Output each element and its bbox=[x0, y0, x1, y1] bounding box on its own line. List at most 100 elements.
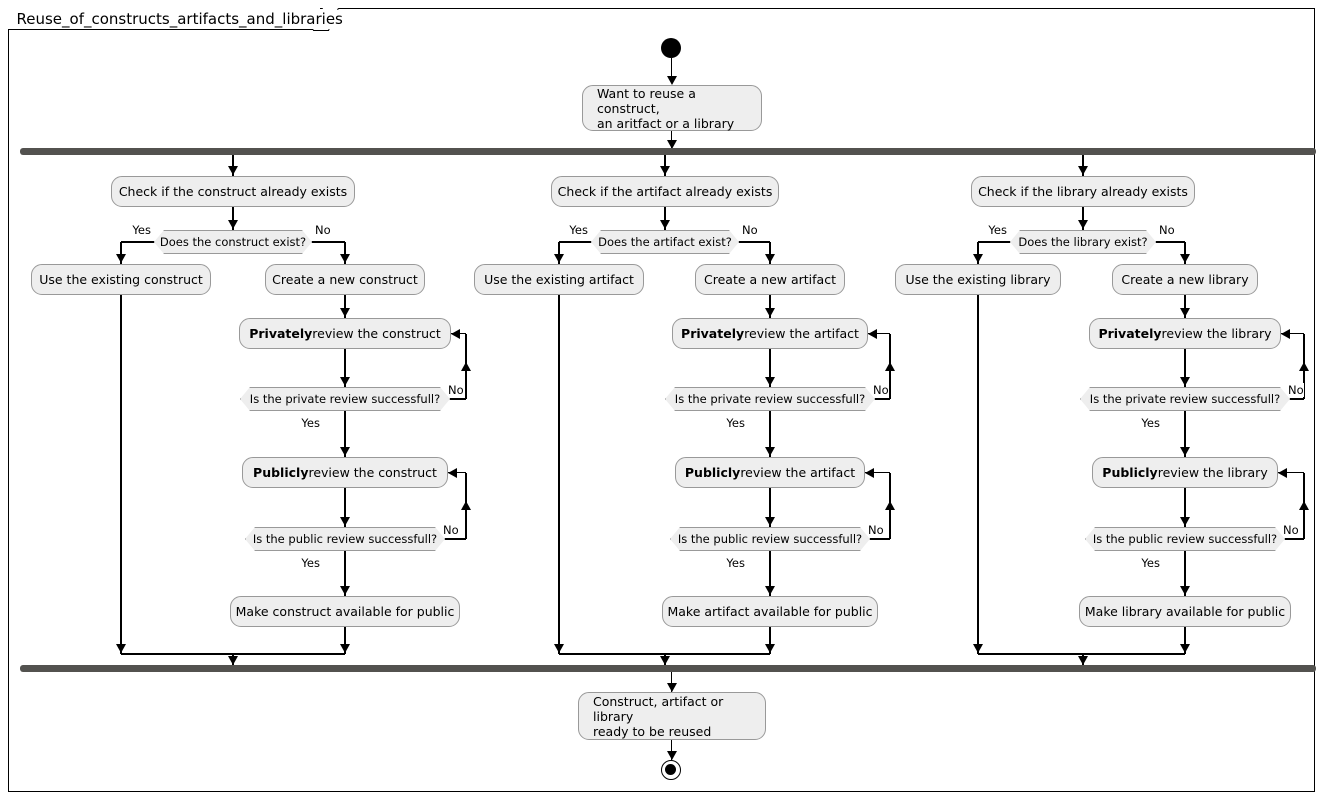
edge-label-yes-construct: Yes bbox=[132, 223, 151, 237]
arrowhead bbox=[1180, 517, 1190, 526]
edge-decision-library-no-down bbox=[1184, 242, 1186, 264]
activity-publish-library: Make library available for public bbox=[1079, 596, 1291, 627]
decision-artifact-public-review: Is the public review successfull? bbox=[670, 527, 870, 551]
activity-public-review-artifact: Publicly review the artifact bbox=[675, 457, 865, 488]
edge-label-yes-public-construct: Yes bbox=[301, 556, 320, 570]
arrowhead bbox=[340, 254, 350, 263]
edge-check-to-decision-artifact bbox=[664, 207, 666, 230]
edge-decision-construct-yes-down bbox=[120, 242, 122, 264]
arrowhead bbox=[765, 254, 775, 263]
edge-label-yes-private-library: Yes bbox=[1141, 416, 1160, 430]
edge-public-review-artifact-to-decision bbox=[769, 488, 771, 527]
edge-private-library-yes-down bbox=[1184, 411, 1186, 457]
arrowhead bbox=[1180, 254, 1190, 263]
edge-public-construct-no-in bbox=[448, 471, 466, 474]
activity-initial-line1: Want to reuse a construct, bbox=[597, 85, 696, 116]
arrowhead bbox=[765, 644, 775, 653]
activity-create-new-construct-label: Create a new construct bbox=[272, 272, 418, 287]
activity-private-review-construct-emphasis: Privately bbox=[249, 326, 313, 341]
edge-create-artifact-to-private-review bbox=[769, 295, 771, 318]
activity-publish-artifact-label: Make artifact available for public bbox=[667, 604, 873, 619]
arrowhead bbox=[667, 683, 677, 692]
arrowhead bbox=[868, 328, 877, 339]
edge-private-review-construct-to-decision bbox=[344, 349, 346, 387]
edge-private-library-no-out bbox=[1290, 398, 1304, 400]
decision-library-public-review: Is the public review successfull? bbox=[1085, 527, 1285, 551]
activity-public-review-library-emphasis: Publicly bbox=[1102, 465, 1158, 480]
edge-decision-artifact-yes-down bbox=[558, 242, 560, 264]
edge-decision-library-yes-down bbox=[977, 242, 979, 264]
fork-bar bbox=[20, 148, 1316, 155]
arrowhead bbox=[667, 751, 677, 760]
activity-final-line1: Construct, artifact or library bbox=[593, 693, 724, 724]
edge-fork-to-check-construct bbox=[232, 155, 234, 176]
arrowhead bbox=[1180, 308, 1190, 317]
activity-create-new-artifact: Create a new artifact bbox=[695, 264, 845, 295]
arrowhead bbox=[1180, 644, 1190, 653]
arrowhead bbox=[765, 517, 775, 526]
decision-construct-private-review-label: Is the private review successfull? bbox=[249, 392, 441, 406]
arrowhead bbox=[1180, 377, 1190, 386]
edge-public-review-library-to-decision bbox=[1184, 488, 1186, 527]
edge-private-construct-yes-down bbox=[344, 411, 346, 457]
edge-private-construct-no-out bbox=[450, 398, 466, 400]
edge-public-library-no-out bbox=[1285, 538, 1304, 540]
arrowhead bbox=[765, 308, 775, 317]
arrowhead bbox=[1180, 586, 1190, 595]
edge-decision-artifact-no-down bbox=[769, 242, 771, 264]
activity-private-review-library-label: review the library bbox=[1161, 326, 1272, 341]
arrowhead bbox=[340, 586, 350, 595]
arrowhead bbox=[451, 328, 460, 339]
decision-library-exists-label: Does the library exist? bbox=[1018, 235, 1148, 249]
decision-artifact-private-review: Is the private review successfull? bbox=[665, 387, 875, 411]
decision-artifact-exists-label: Does the artifact exist? bbox=[598, 235, 732, 249]
arrowhead bbox=[1078, 166, 1088, 175]
arrowhead bbox=[340, 644, 350, 653]
edge-join-to-final bbox=[671, 672, 673, 692]
activity-private-review-library: Privately review the library bbox=[1089, 318, 1281, 349]
edge-label-no-public-construct: No bbox=[443, 523, 459, 537]
edge-public-construct-yes-down bbox=[344, 551, 346, 596]
arrowhead bbox=[973, 254, 983, 263]
activity-public-review-library-label: review the library bbox=[1157, 465, 1268, 480]
activity-check-artifact: Check if the artifact already exists bbox=[551, 176, 779, 207]
join-bar bbox=[20, 665, 1316, 672]
arrowhead bbox=[667, 140, 677, 149]
edge-publish-construct-to-merge bbox=[344, 627, 346, 654]
edge-private-library-no-in bbox=[1281, 332, 1304, 335]
activity-use-existing-construct: Use the existing construct bbox=[31, 264, 211, 295]
edge-publish-library-to-merge bbox=[1184, 627, 1186, 654]
edge-final-to-end bbox=[671, 740, 673, 760]
arrowhead bbox=[340, 447, 350, 456]
activity-use-existing-construct-label: Use the existing construct bbox=[39, 272, 203, 287]
edge-public-artifact-yes-down bbox=[769, 551, 771, 596]
arrowhead bbox=[1078, 656, 1088, 665]
edge-private-artifact-no-out bbox=[875, 398, 890, 400]
edge-label-no-public-library: No bbox=[1283, 523, 1299, 537]
decision-construct-private-review: Is the private review successfull? bbox=[240, 387, 450, 411]
arrowhead bbox=[461, 500, 471, 510]
edge-decision-library-no bbox=[1156, 241, 1185, 243]
edge-create-construct-to-private-review bbox=[344, 295, 346, 318]
edge-decision-construct-no-down bbox=[344, 242, 346, 264]
edge-decision-artifact-no bbox=[739, 241, 770, 243]
decision-construct-exists-label: Does the construct exist? bbox=[159, 235, 307, 249]
arrowhead bbox=[228, 220, 238, 229]
activity-final-line2: ready to be reused bbox=[593, 723, 712, 739]
activity-public-review-construct-label: review the construct bbox=[308, 465, 437, 480]
activity-check-artifact-label: Check if the artifact already exists bbox=[557, 184, 773, 199]
edge-public-construct-no-out bbox=[445, 538, 466, 540]
activity-use-existing-artifact: Use the existing artifact bbox=[474, 264, 644, 295]
activity-publish-construct: Make construct available for public bbox=[230, 596, 460, 627]
arrowhead bbox=[116, 644, 126, 653]
activity-public-review-artifact-label: review the artifact bbox=[740, 465, 856, 480]
activity-create-new-construct: Create a new construct bbox=[265, 264, 425, 295]
arrowhead bbox=[554, 254, 564, 263]
activity-private-review-construct-label: review the construct bbox=[312, 326, 441, 341]
activity-check-construct-label: Check if the construct already exists bbox=[118, 184, 348, 199]
edge-public-library-no-in bbox=[1278, 471, 1304, 474]
arrowhead bbox=[340, 377, 350, 386]
start-node bbox=[661, 38, 681, 58]
edge-fork-to-check-library bbox=[1082, 155, 1084, 176]
arrowhead bbox=[885, 361, 895, 371]
